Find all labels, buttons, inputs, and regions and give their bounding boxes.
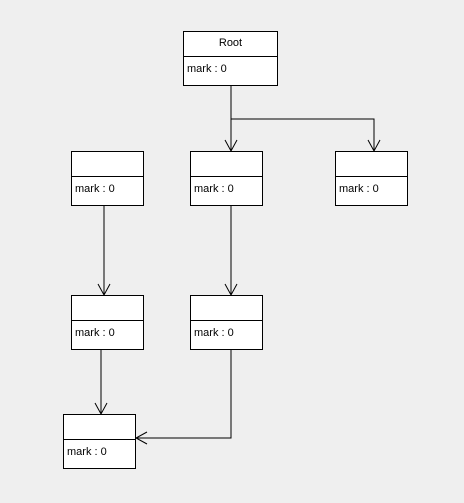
node-title (336, 152, 407, 177)
edge-e-to-f (134, 350, 232, 445)
node-attribute: mark : 0 (187, 63, 227, 75)
edge-a-to-d (97, 206, 111, 297)
edge-root-to-c (231, 118, 381, 153)
node-attribute: mark : 0 (194, 327, 234, 339)
node-attribute: mark : 0 (75, 327, 115, 339)
arrowhead-icon (134, 431, 148, 445)
node-d[interactable]: mark : 0 (71, 295, 144, 350)
node-root[interactable]: Root mark : 0 (183, 31, 278, 86)
node-title (72, 152, 143, 177)
node-attribute: mark : 0 (194, 183, 234, 195)
node-a[interactable]: mark : 0 (71, 151, 144, 206)
node-attribute: mark : 0 (67, 446, 107, 458)
node-b[interactable]: mark : 0 (190, 151, 263, 206)
node-title: Root (184, 32, 277, 57)
edge-b-to-e (224, 206, 238, 297)
node-e[interactable]: mark : 0 (190, 295, 263, 350)
edge-d-to-f (94, 350, 108, 416)
node-c[interactable]: mark : 0 (335, 151, 408, 206)
node-attribute: mark : 0 (75, 183, 115, 195)
node-title (191, 296, 262, 321)
node-f[interactable]: mark : 0 (63, 414, 136, 469)
node-title (191, 152, 262, 177)
node-title (64, 415, 135, 440)
node-title (72, 296, 143, 321)
node-attribute: mark : 0 (339, 183, 379, 195)
